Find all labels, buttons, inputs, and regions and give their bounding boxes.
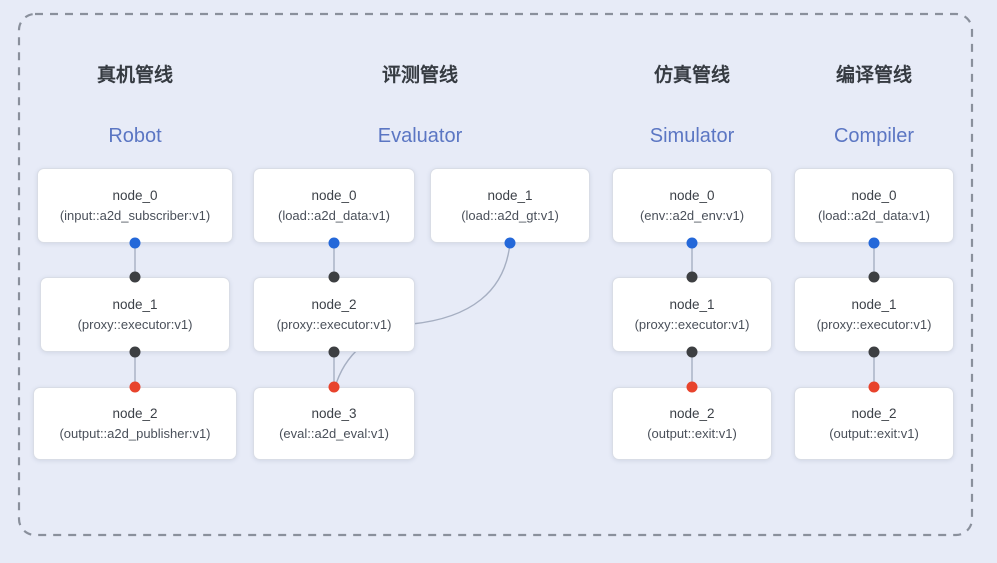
evaluator-node-0-output-port-dot	[328, 237, 340, 249]
node-type: (load::a2d_gt:v1)	[461, 207, 559, 223]
evaluator-node-3-card: node_3 (eval::a2d_eval:v1)	[253, 387, 415, 460]
evaluator-node-3-input-port-dot	[328, 381, 340, 393]
robot-node-1-input-port-dot	[129, 271, 141, 283]
node-type: (proxy::executor:v1)	[276, 316, 392, 332]
node-type: (env::a2d_env:v1)	[639, 207, 745, 223]
simulator-node-0-output-port-dot	[686, 237, 698, 249]
evaluator-node-2-output-port-dot	[328, 346, 340, 358]
node-name: node_2	[851, 405, 897, 421]
node-name: node_0	[311, 187, 357, 203]
evaluator-node-0-card: node_0 (load::a2d_data:v1)	[253, 168, 415, 243]
compiler-node-2-card: node_2 (output::exit:v1)	[794, 387, 954, 460]
node-name: node_0	[669, 187, 715, 203]
simulator-node-0-card: node_0 (env::a2d_env:v1)	[612, 168, 772, 243]
robot-node-2-card: node_2 (output::a2d_publisher:v1)	[33, 387, 237, 460]
evaluator-title-en: Evaluator	[377, 125, 463, 147]
compiler-node-0-card: node_0 (load::a2d_data:v1)	[794, 168, 954, 243]
evaluator-node-1-output-port-dot	[504, 237, 516, 249]
node-name: node_1	[487, 187, 533, 203]
node-name: node_0	[851, 187, 897, 203]
node-type: (proxy::executor:v1)	[77, 316, 193, 332]
node-type: (output::exit:v1)	[647, 425, 737, 441]
compiler-title-cn: 编译管线	[835, 65, 913, 86]
simulator-title-cn: 仿真管线	[653, 65, 731, 86]
node-type: (eval::a2d_eval:v1)	[279, 425, 389, 441]
node-name: node_1	[851, 296, 897, 312]
node-type: (load::a2d_data:v1)	[277, 207, 391, 223]
evaluator-node-2-card: node_2 (proxy::executor:v1)	[253, 277, 415, 352]
node-type: (output::exit:v1)	[829, 425, 919, 441]
simulator-node-1-card: node_1 (proxy::executor:v1)	[612, 277, 772, 352]
simulator-node-1-input-port-dot	[686, 271, 698, 283]
compiler-node-2-input-port-dot	[868, 381, 880, 393]
evaluator-node-1-card: node_1 (load::a2d_gt:v1)	[430, 168, 590, 243]
robot-node-0-output-port-dot	[129, 237, 141, 249]
node-name: node_3	[311, 405, 357, 421]
simulator-node-2-input-port-dot	[686, 381, 698, 393]
robot-node-1-output-port-dot	[129, 346, 141, 358]
robot-node-0-card: node_0 (input::a2d_subscriber:v1)	[37, 168, 233, 243]
robot-node-2-input-port-dot	[129, 381, 141, 393]
evaluator-title-cn: 评测管线	[381, 65, 459, 86]
simulator-node-1-output-port-dot	[686, 346, 698, 358]
node-type: (output::a2d_publisher:v1)	[59, 425, 211, 441]
node-name: node_2	[311, 296, 357, 312]
robot-title-cn: 真机管线	[96, 65, 174, 86]
node-name: node_2	[669, 405, 715, 421]
node-type: (proxy::executor:v1)	[816, 316, 932, 332]
node-name: node_0	[112, 187, 158, 203]
compiler-node-1-output-port-dot	[868, 346, 880, 358]
node-name: node_1	[112, 296, 158, 312]
compiler-node-1-input-port-dot	[868, 271, 880, 283]
robot-title-en: Robot	[108, 125, 162, 147]
node-name: node_2	[112, 405, 158, 421]
compiler-title-en: Compiler	[833, 125, 915, 147]
node-type: (load::a2d_data:v1)	[817, 207, 931, 223]
node-name: node_1	[669, 296, 715, 312]
node-type: (proxy::executor:v1)	[634, 316, 750, 332]
compiler-node-1-card: node_1 (proxy::executor:v1)	[794, 277, 954, 352]
simulator-node-2-card: node_2 (output::exit:v1)	[612, 387, 772, 460]
simulator-title-en: Simulator	[649, 125, 735, 147]
robot-node-1-card: node_1 (proxy::executor:v1)	[40, 277, 230, 352]
compiler-node-0-output-port-dot	[868, 237, 880, 249]
node-type: (input::a2d_subscriber:v1)	[59, 207, 211, 223]
evaluator-node-2-input-port-dot	[328, 271, 340, 283]
dashed-frame	[17, 12, 974, 537]
